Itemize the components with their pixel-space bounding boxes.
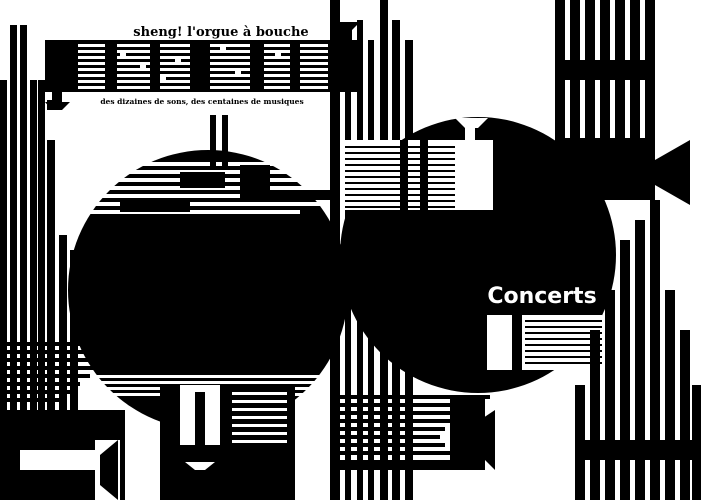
right-circle xyxy=(340,117,616,393)
poster-title: sheng! l'orgue à bouche xyxy=(133,25,308,40)
poster-subtitle: des dizaines de sons, des centaines de m… xyxy=(100,97,303,106)
right-lower-pipes xyxy=(575,200,701,500)
left-circle xyxy=(60,115,360,430)
title-banner xyxy=(45,22,360,110)
right-top-pipes xyxy=(555,0,655,200)
lower-center-stripes xyxy=(330,395,490,470)
center-mouthpiece xyxy=(450,410,495,470)
center-bottom-block xyxy=(160,385,295,500)
left-mouthpiece-cone xyxy=(100,440,118,500)
right-mouthpiece xyxy=(600,140,690,205)
left-mouthpiece xyxy=(20,440,120,500)
concerts-headline: Concerts xyxy=(487,284,596,309)
